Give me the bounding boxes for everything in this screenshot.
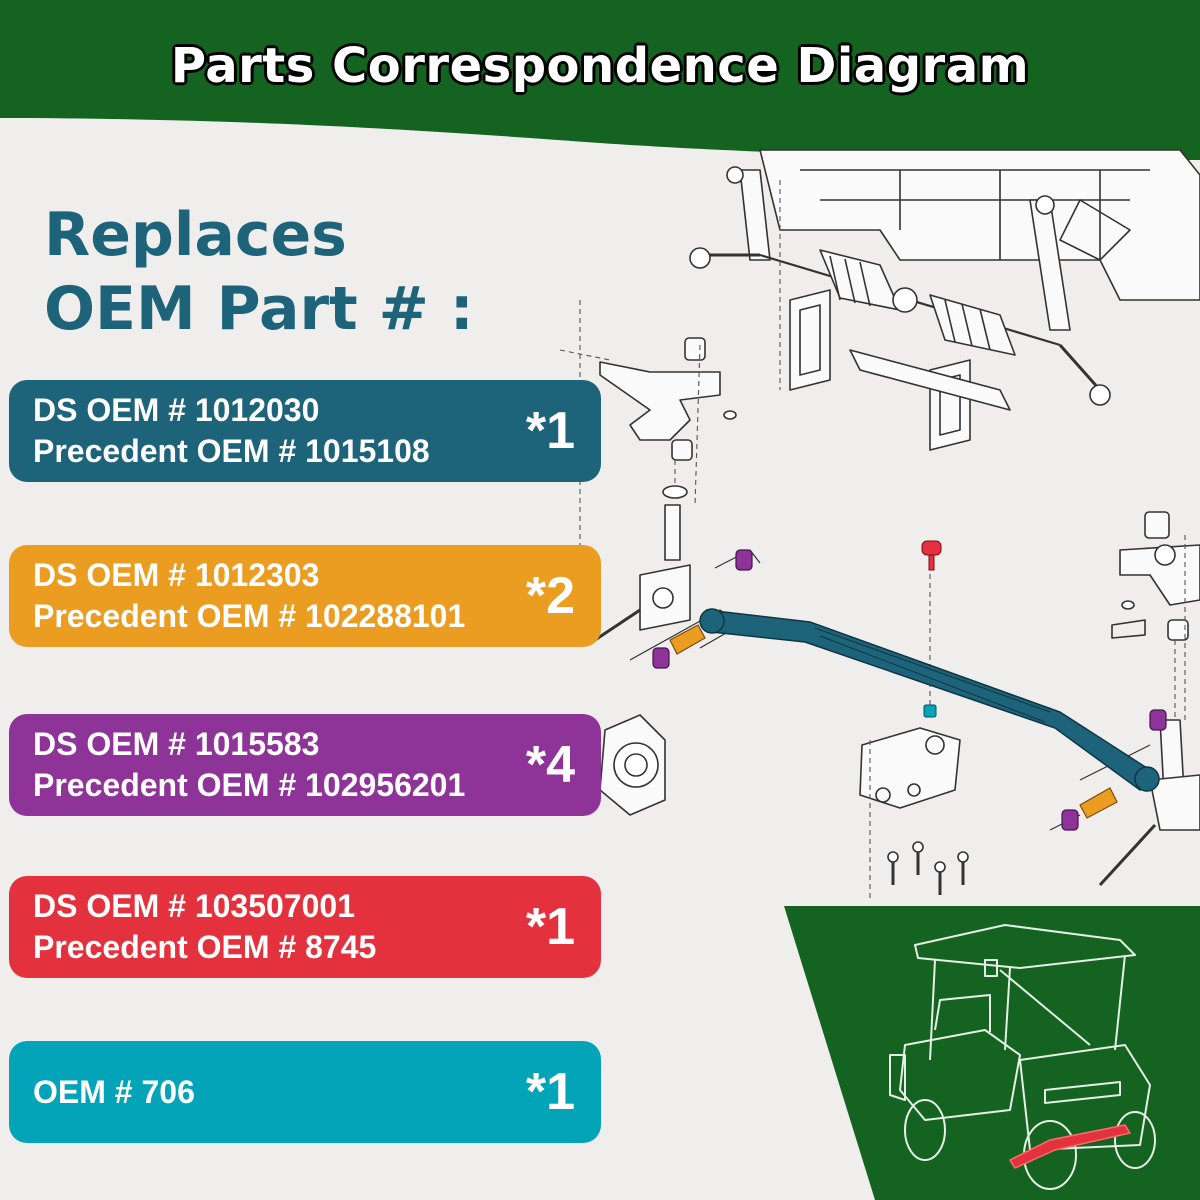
precedent-oem-number: Precedent OEM # 1015108 [33,433,430,469]
ds-oem-number: DS OEM # 1012303 [33,557,320,593]
quantity: *2 [525,567,575,625]
golf-cart-inset [784,906,1200,1200]
quantity: *4 [525,736,575,794]
replaces-heading: Replaces OEM Part # : [44,198,474,346]
quantity: *1 [525,1063,575,1121]
heading-line-2: OEM Part # : [44,274,474,344]
leaf-spring [699,608,1160,792]
oem-number: OEM # 706 [33,1073,195,1110]
part-card-4: DS OEM # 103507001 Precedent OEM # 8745 … [9,876,601,978]
part-card-2: DS OEM # 1012303 Precedent OEM # 1022881… [9,545,601,647]
part-card-5: OEM # 706 *1 [9,1041,601,1143]
ds-oem-number: DS OEM # 1012030 [33,392,320,428]
bushings [652,549,1167,831]
quantity: *1 [525,898,575,956]
part-card-1: DS OEM # 1012030 Precedent OEM # 1015108… [9,380,601,482]
quantity: *1 [525,402,575,460]
precedent-oem-number: Precedent OEM # 102956201 [33,767,466,803]
part-card-3: DS OEM # 1015583 Precedent OEM # 1029562… [9,714,601,816]
page-title: Parts Correspondence Diagram [170,38,1030,94]
precedent-oem-number: Precedent OEM # 102288101 [33,598,466,634]
precedent-oem-number: Precedent OEM # 8745 [33,929,377,965]
ds-oem-number: DS OEM # 1015583 [33,726,320,762]
bushing-sleeves [669,624,1118,819]
suspension-exploded-diagram [559,149,1200,900]
bolt [921,540,942,571]
ds-oem-number: DS OEM # 103507001 [33,888,355,924]
header-band [0,0,1200,160]
heading-line-1: Replaces [44,200,347,270]
grease-fitting [923,704,937,718]
